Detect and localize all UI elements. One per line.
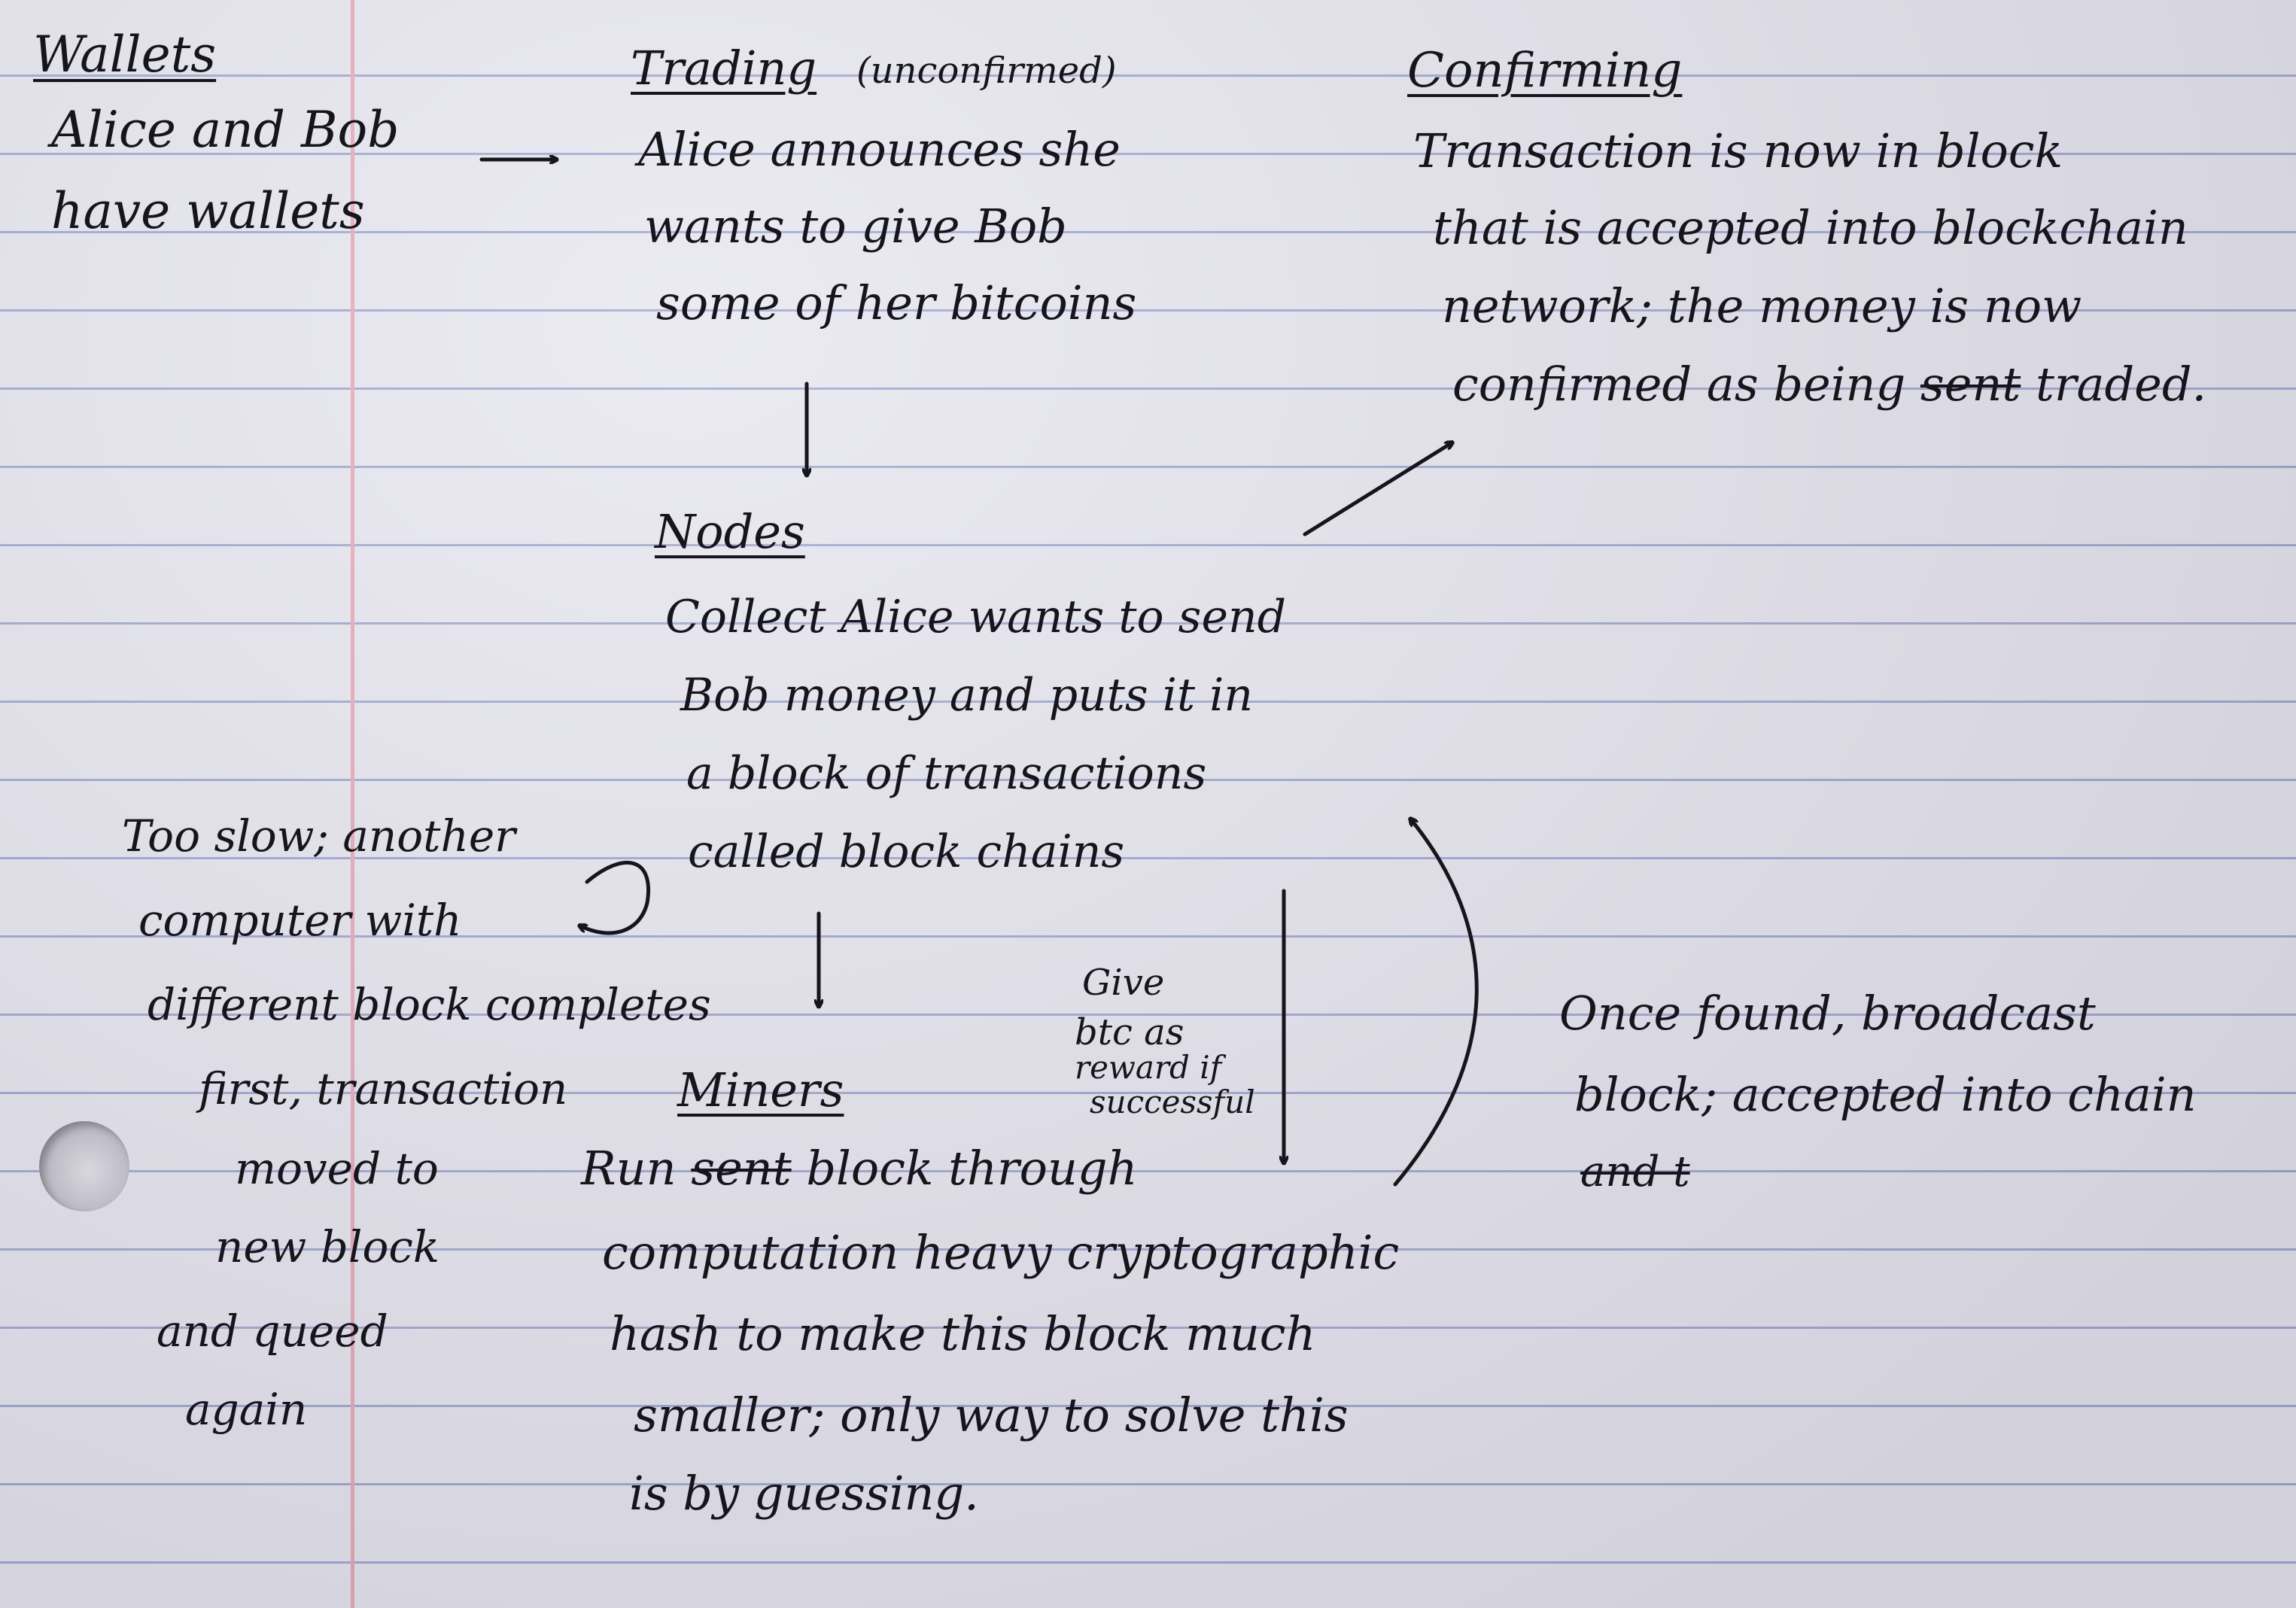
- give-btc-line: reward if: [1075, 1049, 1222, 1086]
- trading-line: some of her bitcoins: [656, 275, 1137, 330]
- too-slow-line: moved to: [235, 1143, 439, 1194]
- trading-line: wants to give Bob: [644, 199, 1067, 254]
- too-slow-line: and queed: [157, 1306, 388, 1357]
- trading-line: Alice announces she: [638, 122, 1121, 177]
- miners-line: hash to make this block much: [610, 1306, 1316, 1361]
- loop-arrow-icon: [579, 861, 650, 935]
- give-btc-line: btc as: [1075, 1011, 1184, 1053]
- struck-word: sent: [1920, 357, 2021, 412]
- too-slow-line: new block: [215, 1221, 439, 1272]
- miners-heading: Miners: [677, 1062, 844, 1117]
- trading-status-note: (unconfirmed): [856, 50, 1117, 92]
- confirming-heading: Confirming: [1407, 43, 1683, 99]
- once-found-line: Once found, broadcast: [1559, 986, 2096, 1041]
- nodes-line: called block chains: [688, 825, 1125, 878]
- struck-line: and t: [1580, 1147, 1690, 1196]
- miners-text: Run: [581, 1141, 677, 1196]
- wallets-heading: Wallets: [33, 26, 217, 84]
- confirming-line: Transaction is now in block: [1413, 123, 2063, 178]
- confirming-line: that is accepted into blockchain: [1433, 200, 2188, 255]
- wallets-line: have wallets: [51, 182, 365, 240]
- too-slow-line: Too slow; another: [122, 810, 515, 862]
- give-btc-line: successful: [1090, 1084, 1255, 1120]
- too-slow-line: computer with: [138, 895, 462, 946]
- confirming-line: network; the money is now: [1442, 278, 2082, 333]
- miners-line: computation heavy cryptographic: [602, 1225, 1400, 1280]
- confirming-text: traded.: [2035, 357, 2207, 412]
- confirming-text: confirmed as being: [1452, 357, 1906, 412]
- too-slow-line: again: [185, 1384, 308, 1435]
- too-slow-line: first, transaction: [199, 1063, 568, 1114]
- curved-arrow-up-icon: [1393, 819, 1479, 1187]
- nodes-line: Bob money and puts it in: [680, 669, 1253, 722]
- nodes-line: Collect Alice wants to send: [665, 591, 1286, 643]
- give-btc-line: Give: [1082, 962, 1165, 1004]
- nodes-line: a block of transactions: [686, 747, 1207, 800]
- struck-word: sent: [691, 1141, 792, 1196]
- once-found-line: block; accepted into chain: [1574, 1067, 2197, 1122]
- too-slow-line: different block completes: [147, 979, 711, 1030]
- wallets-line: Alice and Bob: [51, 101, 400, 159]
- miners-first-line: Run sent block through: [581, 1145, 1138, 1192]
- arrow-up-right-icon: [1303, 442, 1452, 537]
- confirming-last-line: confirmed as being sent traded.: [1452, 361, 2206, 408]
- punch-hole: [39, 1121, 129, 1211]
- miners-line: smaller; only way to solve this: [634, 1388, 1349, 1442]
- trading-heading: Trading: [631, 41, 817, 96]
- miners-line: is by guessing.: [629, 1466, 979, 1521]
- miners-text: block through: [806, 1141, 1138, 1196]
- nodes-heading: Nodes: [655, 504, 805, 559]
